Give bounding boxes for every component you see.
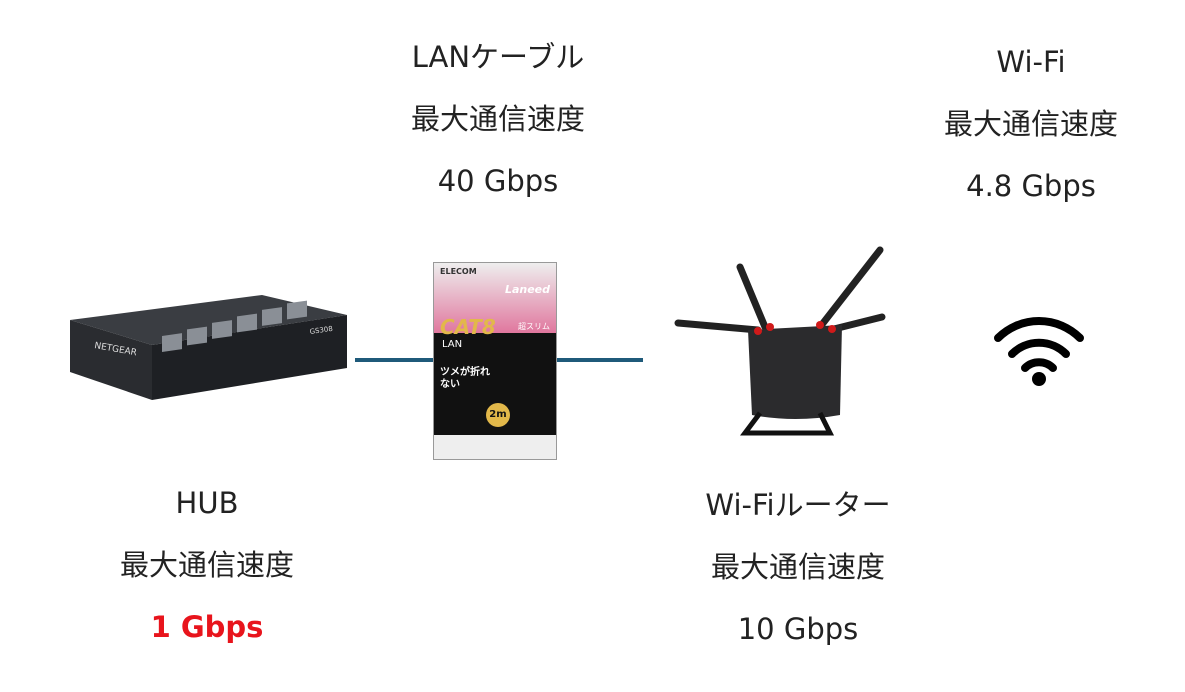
svg-text:GS308: GS308	[309, 325, 333, 336]
lan-cable-label: LANケーブル 最大通信速度 40 Gbps	[338, 26, 658, 212]
wifi-icon	[994, 317, 1084, 386]
hub-image: NETGEAR GS308	[70, 295, 347, 400]
package-length: 2m	[486, 403, 510, 427]
hub-name: HUB	[175, 486, 239, 520]
hub-speed: 1 Gbps	[150, 610, 264, 644]
lan-cable-package-image: ELECOM Laneed CAT8 LAN 超スリム ツメが折れない 2m	[433, 262, 557, 460]
lan-cable-caption: 最大通信速度	[410, 102, 585, 136]
wifi-speed: 4.8 Gbps	[966, 169, 1096, 203]
router-label: Wi-Fiルーター 最大通信速度 10 Gbps	[638, 474, 958, 660]
router-caption: 最大通信速度	[710, 550, 885, 584]
router-name: Wi-Fiルーター	[705, 488, 891, 522]
hub-label: HUB 最大通信速度 1 Gbps	[47, 472, 367, 658]
package-claim: ツメが折れない	[440, 367, 490, 390]
cable-line-left	[355, 358, 435, 362]
lan-cable-name: LANケーブル	[411, 40, 585, 74]
package-slim: 超スリム	[518, 322, 550, 331]
router-image	[674, 246, 886, 436]
package-type: LAN	[442, 339, 463, 350]
package-brand: ELECOM	[440, 267, 477, 276]
wifi-label: Wi-Fi 最大通信速度 4.8 Gbps	[871, 31, 1185, 217]
wifi-caption: 最大通信速度	[943, 107, 1118, 141]
package-category: CAT8	[440, 315, 496, 339]
hub-caption: 最大通信速度	[119, 548, 294, 582]
wifi-name: Wi-Fi	[996, 45, 1066, 79]
cable-line-right	[555, 358, 643, 362]
router-speed: 10 Gbps	[737, 612, 859, 646]
package-series: Laneed	[504, 283, 550, 296]
lan-cable-speed: 40 Gbps	[437, 164, 559, 198]
